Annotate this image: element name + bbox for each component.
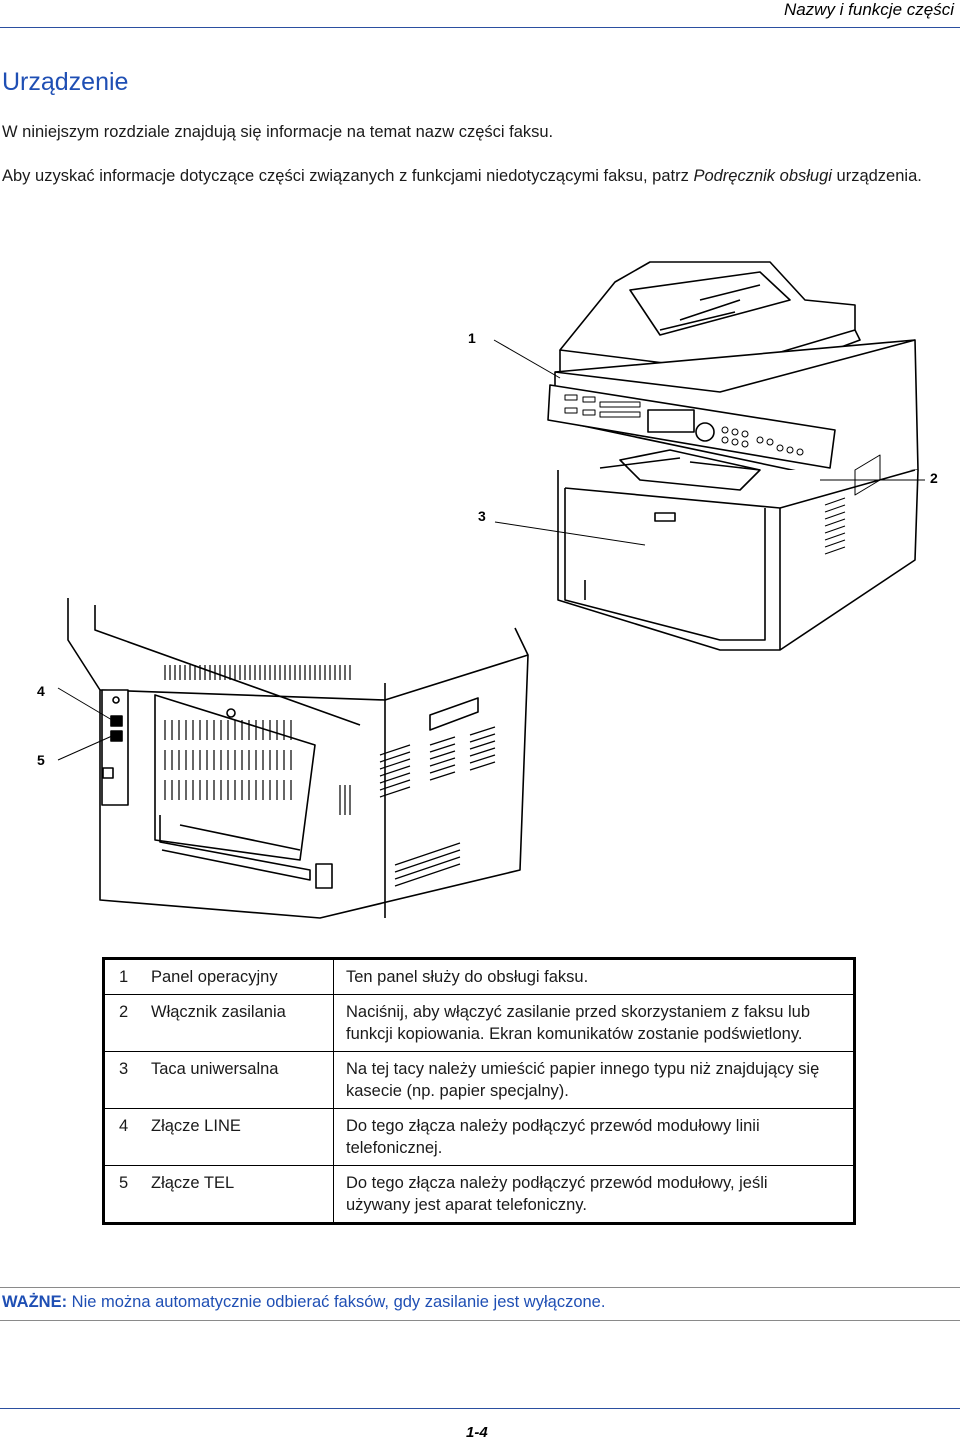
- note-text: Nie można automatycznie odbierać faksów,…: [67, 1293, 606, 1311]
- reference-paragraph: Aby uzyskać informacje dotyczące części …: [2, 164, 952, 188]
- table-row: 1 Panel operacyjny Ten panel służy do ob…: [104, 958, 855, 995]
- part-name: Złącze LINE: [147, 1108, 334, 1166]
- part-description: Na tej tacy należy umieścić papier inneg…: [333, 1051, 855, 1109]
- note-rule-top: [0, 1287, 960, 1288]
- parts-table: 1 Panel operacyjny Ten panel służy do ob…: [102, 957, 856, 1225]
- note-label: WAŻNE:: [2, 1293, 68, 1311]
- callout-5: 5: [37, 752, 45, 768]
- table-row: 3 Taca uniwersalna Na tej tacy należy um…: [103, 1051, 855, 1109]
- callout-2: 2: [930, 470, 938, 486]
- page-number: 1-4: [466, 1424, 488, 1441]
- part-description: Naciśnij, aby włączyć zasilanie przed sk…: [333, 994, 855, 1052]
- footer-rule: [0, 1408, 960, 1409]
- callout-4: 4: [37, 683, 45, 699]
- intro-paragraph: W niniejszym rozdziale znajdują się info…: [2, 123, 554, 141]
- table-row: 4 Złącze LINE Do tego złącza należy podł…: [103, 1108, 855, 1166]
- part-name: Złącze TEL: [147, 1165, 334, 1224]
- reference-text-end: urządzenia.: [831, 167, 922, 185]
- header-rule: [0, 27, 960, 28]
- row-number: 2: [103, 994, 147, 1052]
- running-header: Nazwy i funkcje części: [783, 0, 954, 19]
- table-row: 5 Złącze TEL Do tego złącza należy podłą…: [103, 1165, 855, 1224]
- reference-manual-title: Podręcznik obsługi: [693, 167, 832, 185]
- reference-text: Aby uzyskać informacje dotyczące części …: [2, 167, 694, 185]
- part-name: Panel operacyjny: [147, 958, 334, 995]
- note-rule-bottom: [0, 1320, 960, 1321]
- part-name: Taca uniwersalna: [147, 1051, 334, 1109]
- row-number: 1: [119, 968, 129, 986]
- important-note: WAŻNE: Nie można automatycznie odbierać …: [2, 1293, 605, 1312]
- section-title: Urządzenie: [2, 68, 129, 96]
- row-number: 5: [103, 1165, 147, 1224]
- part-description: Ten panel służy do obsługi faksu.: [346, 968, 589, 986]
- machine-illustration: [57, 261, 925, 919]
- table-row: 2 Włącznik zasilania Naciśnij, aby włącz…: [103, 994, 855, 1052]
- row-number: 4: [103, 1108, 147, 1166]
- part-name: Włącznik zasilania: [147, 994, 334, 1052]
- row-number: 3: [103, 1051, 147, 1109]
- callout-3: 3: [478, 508, 486, 524]
- callout-1: 1: [468, 330, 476, 346]
- part-description: Do tego złącza należy podłączyć przewód …: [333, 1165, 855, 1224]
- part-description: Do tego złącza należy podłączyć przewód …: [333, 1108, 855, 1166]
